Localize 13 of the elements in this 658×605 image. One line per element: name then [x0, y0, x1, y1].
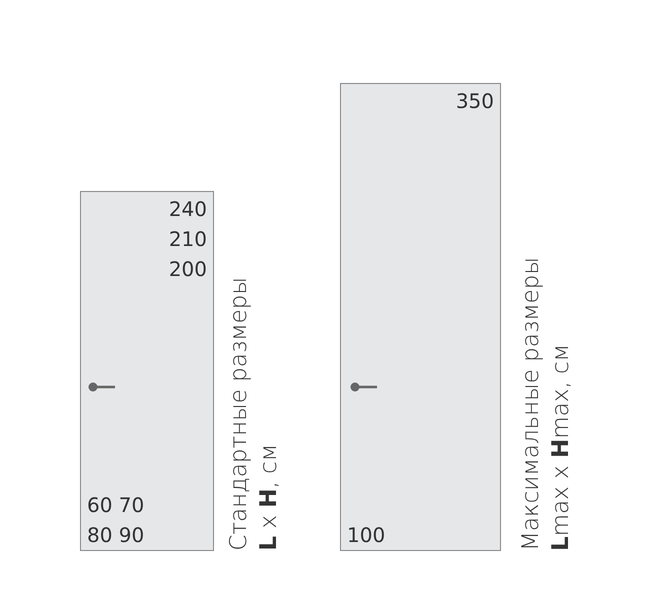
size-value: 350 [456, 88, 494, 115]
size-caption: Максимальные размеры [518, 256, 544, 551]
size-value: 240 [168, 196, 207, 223]
size-caption: Стандартные размеры [226, 277, 252, 551]
door-panel [80, 191, 214, 551]
size-caption: Lmax x Hmax, см [548, 343, 574, 551]
size-value: 200 [168, 256, 207, 283]
size-value: 210 [168, 226, 207, 253]
size-caption: L x H, см [256, 443, 282, 551]
door-panel [340, 83, 501, 551]
size-value: 80 90 [87, 522, 144, 549]
size-value: 100 [347, 522, 386, 549]
size-value: 60 70 [87, 492, 144, 519]
